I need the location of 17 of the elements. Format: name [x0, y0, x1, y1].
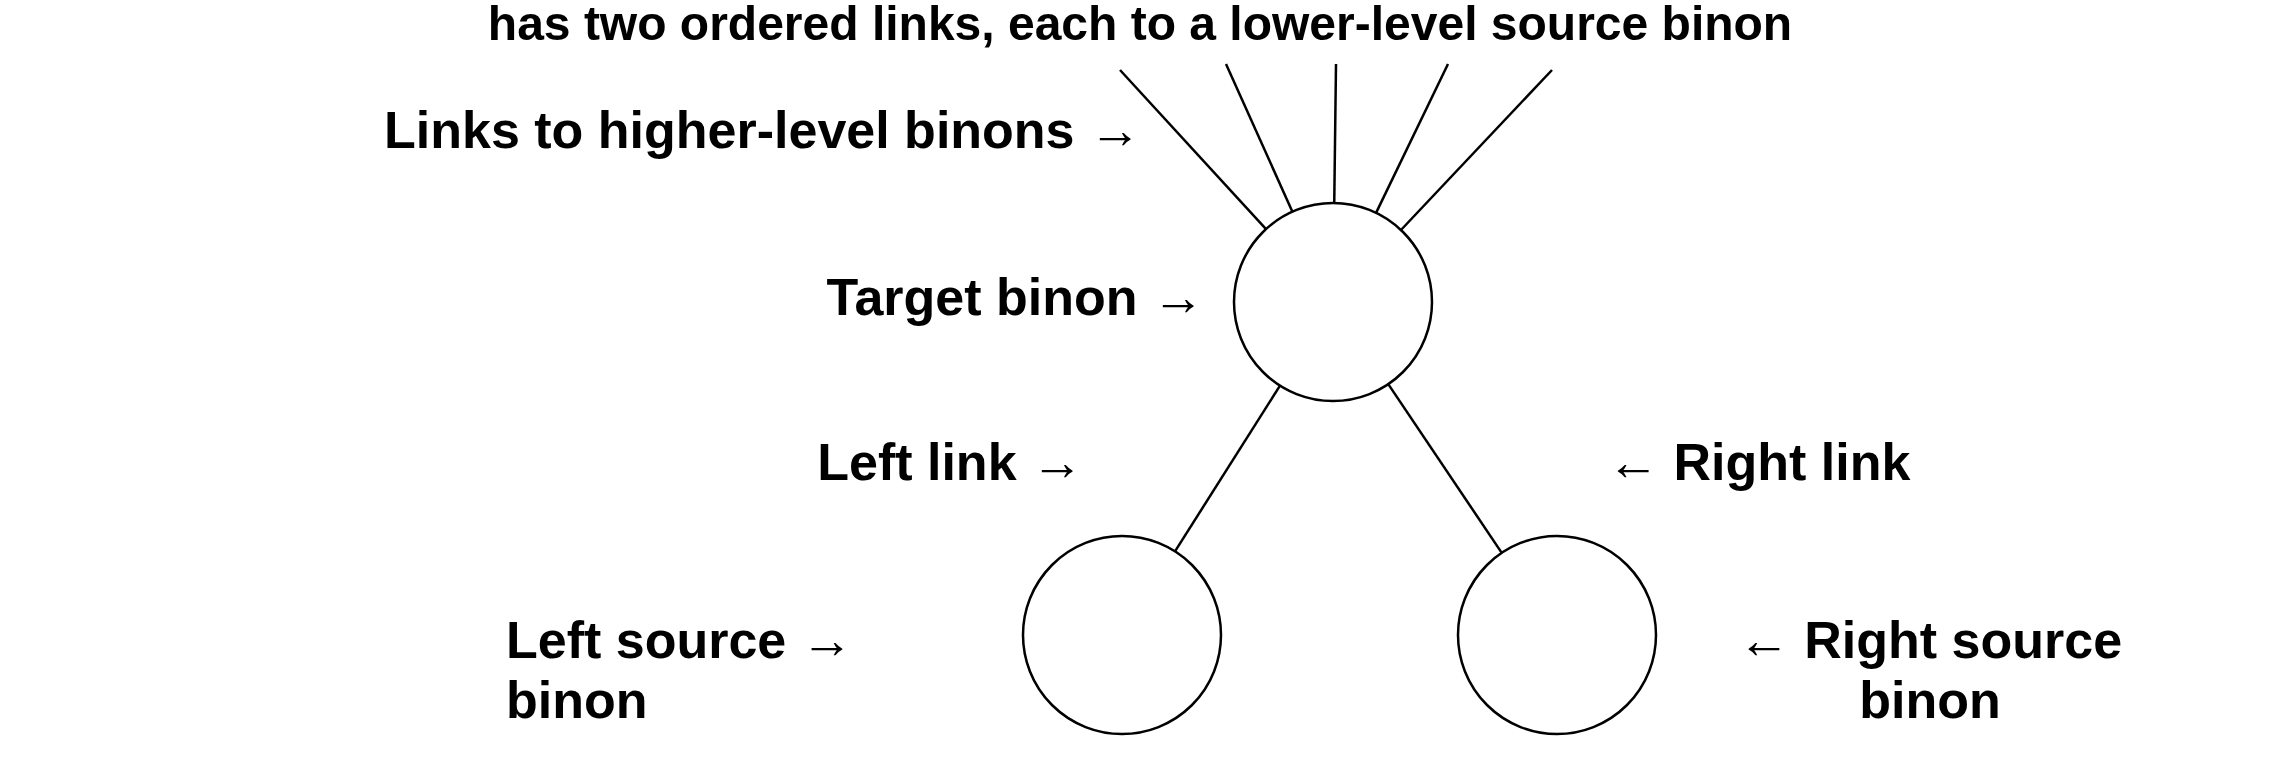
- title: has two ordered links, each to a lower-level source binon: [486, 0, 1794, 52]
- binon-circle: [1021, 534, 1223, 736]
- binon-circle: [1232, 201, 1434, 403]
- link-line: [1400, 69, 1553, 231]
- link-line: [1333, 64, 1338, 204]
- annotation-label: Links to higher-level binons →: [384, 100, 1141, 160]
- binon-circle: [1456, 534, 1658, 736]
- link-line: [1119, 69, 1267, 230]
- link-line: [1374, 63, 1450, 214]
- link-line: [1387, 383, 1503, 554]
- annotation-label: Left link →: [817, 432, 1083, 492]
- link-line: [1173, 384, 1282, 553]
- annotation-label: ← Right link: [1607, 432, 1911, 492]
- link-line: [1224, 63, 1294, 213]
- annotation-label: ← Right source binon: [1736, 610, 2124, 730]
- annotation-label: Target binon →: [826, 267, 1204, 327]
- annotation-label: Left source → binon: [506, 610, 854, 730]
